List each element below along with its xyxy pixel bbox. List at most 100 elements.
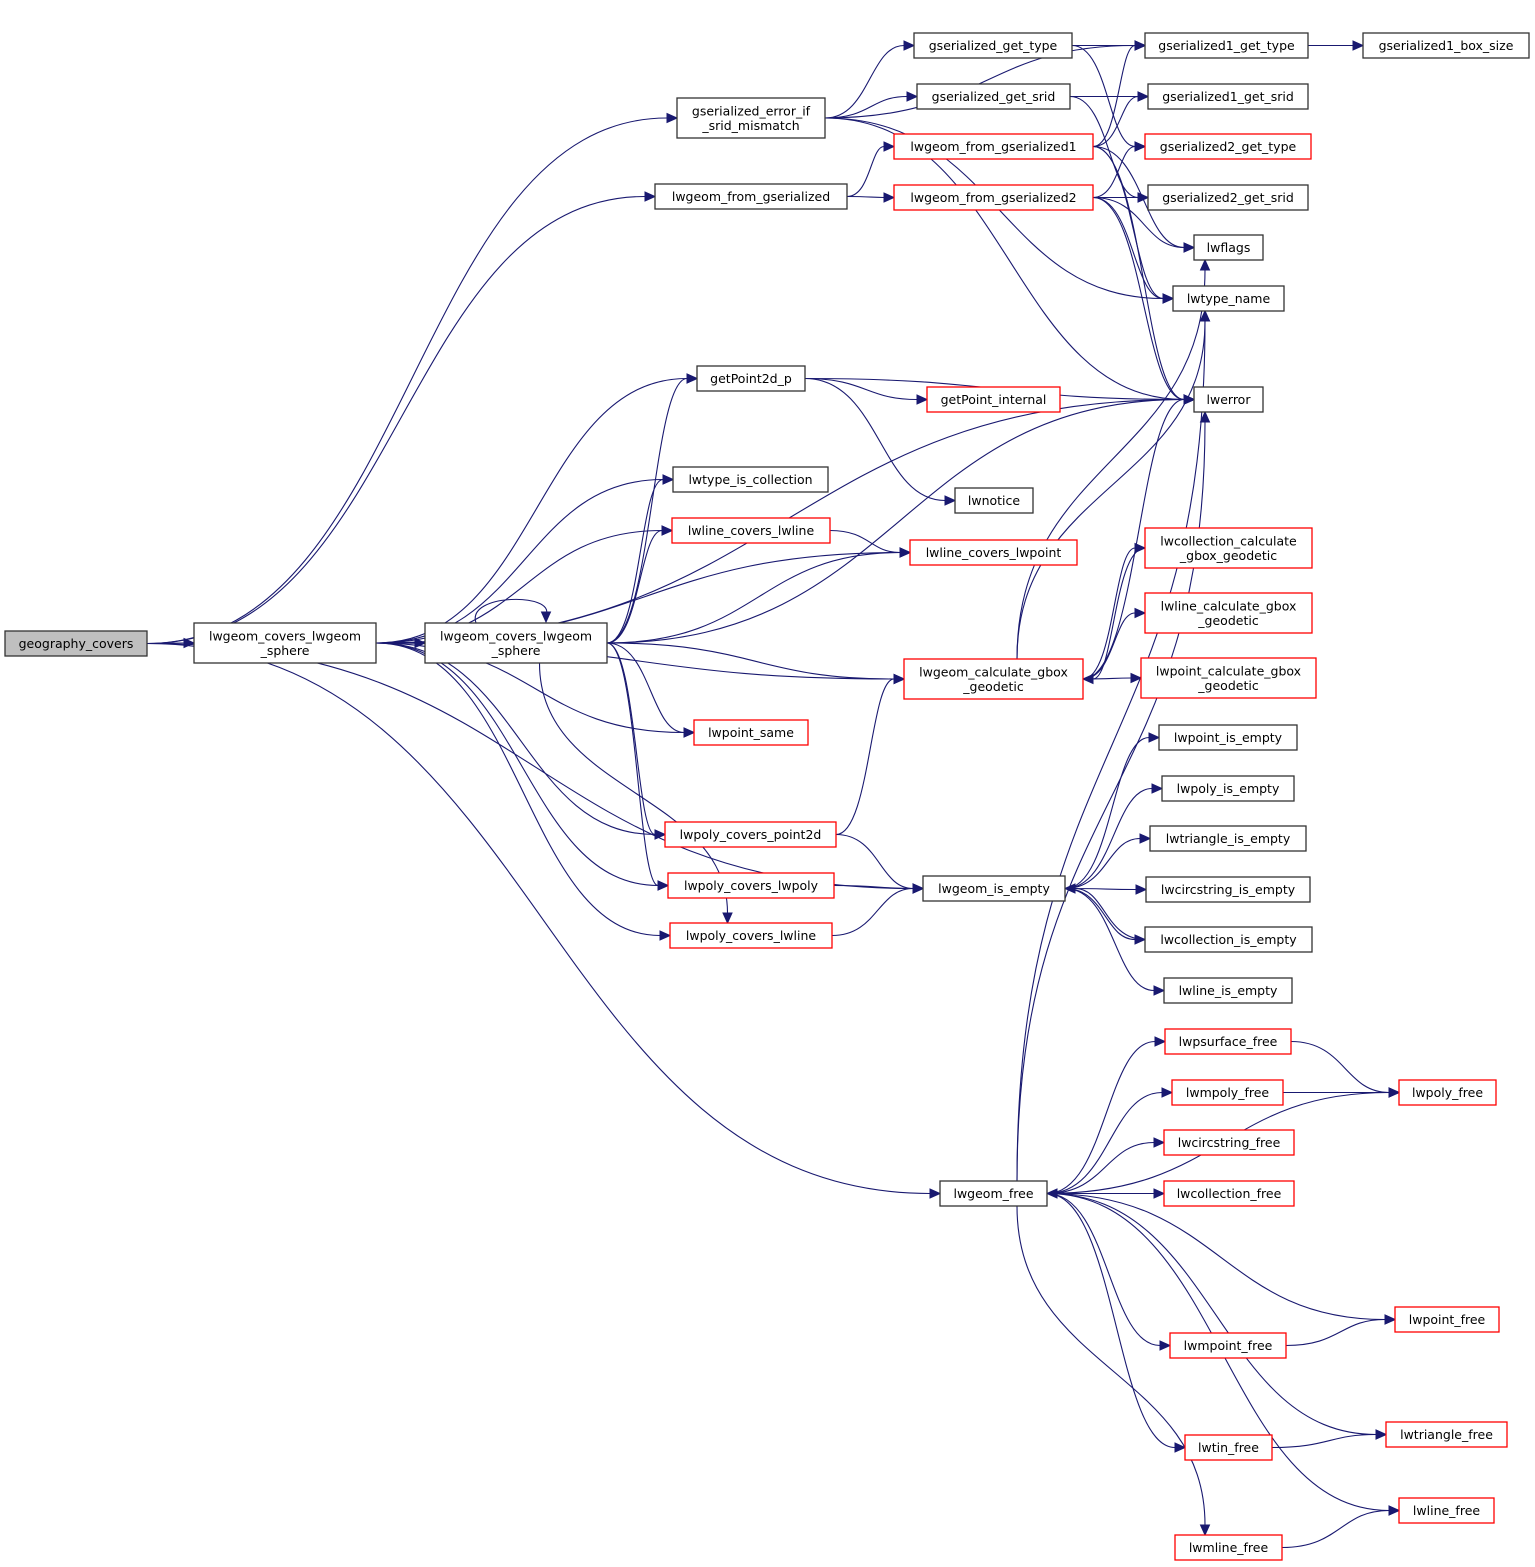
node-lwpoly-is-empty[interactable]: lwpoly_is_empty bbox=[1161, 775, 1295, 802]
node-box[interactable] bbox=[1164, 1028, 1292, 1055]
node-getpoint-internal[interactable]: getPoint_internal bbox=[926, 386, 1061, 413]
node-box[interactable] bbox=[1147, 184, 1309, 211]
node-box[interactable] bbox=[664, 821, 837, 848]
node-box[interactable] bbox=[193, 622, 377, 664]
node-box[interactable] bbox=[903, 658, 1084, 700]
node-box[interactable] bbox=[954, 487, 1034, 514]
node-lwpoly-covers-lwline[interactable]: lwpoly_covers_lwline bbox=[669, 922, 833, 949]
node-lwgeom-from-gserialized[interactable]: lwgeom_from_gserialized bbox=[654, 183, 848, 210]
node-lwtriangle-is-empty[interactable]: lwtriangle_is_empty bbox=[1149, 825, 1307, 852]
node-lwcircstring-is-empty[interactable]: lwcircstring_is_empty bbox=[1145, 876, 1311, 903]
node-lwgeom-free[interactable]: lwgeom_free bbox=[939, 1180, 1048, 1207]
node-box[interactable] bbox=[1184, 1434, 1273, 1461]
node-box[interactable] bbox=[1144, 133, 1312, 160]
node-geography-covers[interactable]: geography_covers bbox=[4, 630, 148, 657]
node-box[interactable] bbox=[1140, 657, 1317, 699]
node-box[interactable] bbox=[893, 133, 1094, 160]
node-lwtype-is-collection[interactable]: lwtype_is_collection bbox=[672, 466, 829, 493]
node-box[interactable] bbox=[693, 719, 809, 746]
node-lwnotice[interactable]: lwnotice bbox=[954, 487, 1034, 514]
node-box[interactable] bbox=[926, 386, 1061, 413]
node-lwtype-name[interactable]: lwtype_name bbox=[1172, 285, 1285, 312]
node-box[interactable] bbox=[1163, 1129, 1295, 1156]
node-lwcircstring-free[interactable]: lwcircstring_free bbox=[1163, 1129, 1295, 1156]
node-lwmline-free[interactable]: lwmline_free bbox=[1174, 1534, 1283, 1561]
node-box[interactable] bbox=[1158, 724, 1298, 751]
node-lwline-free[interactable]: lwline_free bbox=[1398, 1497, 1495, 1524]
node-gserialized2-get-srid[interactable]: gserialized2_get_srid bbox=[1147, 184, 1309, 211]
node-lwcollection-calculate-gbox-geodetic[interactable]: lwcollection_calculate_gbox_geodetic bbox=[1144, 527, 1313, 569]
node-box[interactable] bbox=[1169, 1332, 1287, 1359]
node-box[interactable] bbox=[1163, 977, 1293, 1004]
node-box[interactable] bbox=[939, 1180, 1048, 1207]
node-box[interactable] bbox=[1174, 1534, 1283, 1561]
node-gserialized-get-srid[interactable]: gserialized_get_srid bbox=[916, 83, 1071, 110]
node-box[interactable] bbox=[893, 184, 1094, 211]
node-lwtriangle-free[interactable]: lwtriangle_free bbox=[1385, 1421, 1508, 1448]
node-lwline-calculate-gbox-geodetic[interactable]: lwline_calculate_gbox_geodetic bbox=[1144, 592, 1313, 634]
node-lwcollection-is-empty[interactable]: lwcollection_is_empty bbox=[1144, 926, 1313, 953]
node-lwerror[interactable]: lwerror bbox=[1193, 386, 1264, 413]
node-box[interactable] bbox=[669, 922, 833, 949]
node-lwpsurface-free[interactable]: lwpsurface_free bbox=[1164, 1028, 1292, 1055]
node-box[interactable] bbox=[1144, 592, 1313, 634]
node-lwpoly-free[interactable]: lwpoly_free bbox=[1398, 1079, 1497, 1106]
node-lwmpoly-free[interactable]: lwmpoly_free bbox=[1171, 1079, 1284, 1106]
node-lwgeom-covers-lwgeom-sphere-b[interactable]: lwgeom_covers_lwgeom_sphere bbox=[424, 622, 608, 664]
node-lwflags[interactable]: lwflags bbox=[1193, 234, 1264, 261]
node-box[interactable] bbox=[922, 875, 1066, 902]
node-lwpoly-covers-point2d[interactable]: lwpoly_covers_point2d bbox=[664, 821, 837, 848]
node-box[interactable] bbox=[909, 539, 1078, 566]
node-gserialized-error-if-srid-mismatch[interactable]: gserialized_error_if_srid_mismatch bbox=[676, 97, 826, 139]
node-box[interactable] bbox=[913, 32, 1073, 59]
node-box[interactable] bbox=[1385, 1421, 1508, 1448]
node-box[interactable] bbox=[424, 622, 608, 664]
node-box[interactable] bbox=[4, 630, 148, 657]
node-gserialized1-get-type[interactable]: gserialized1_get_type bbox=[1144, 32, 1309, 59]
node-box[interactable] bbox=[1161, 775, 1295, 802]
node-box[interactable] bbox=[667, 872, 835, 899]
node-gserialized1-get-srid[interactable]: gserialized1_get_srid bbox=[1147, 83, 1309, 110]
node-lwgeom-is-empty[interactable]: lwgeom_is_empty bbox=[922, 875, 1066, 902]
node-box[interactable] bbox=[671, 517, 831, 544]
node-lwline-covers-lwline[interactable]: lwline_covers_lwline bbox=[671, 517, 831, 544]
node-box[interactable] bbox=[1362, 32, 1530, 59]
node-box[interactable] bbox=[1144, 527, 1313, 569]
node-lwcollection-free[interactable]: lwcollection_free bbox=[1163, 1180, 1295, 1207]
node-lwmpoint-free[interactable]: lwmpoint_free bbox=[1169, 1332, 1287, 1359]
node-box[interactable] bbox=[1398, 1497, 1495, 1524]
node-lwpoint-is-empty[interactable]: lwpoint_is_empty bbox=[1158, 724, 1298, 751]
node-box[interactable] bbox=[1147, 83, 1309, 110]
node-box[interactable] bbox=[1144, 32, 1309, 59]
node-lwline-covers-lwpoint[interactable]: lwline_covers_lwpoint bbox=[909, 539, 1078, 566]
node-lwgeom-calculate-gbox-geodetic[interactable]: lwgeom_calculate_gbox_geodetic bbox=[903, 658, 1084, 700]
node-box[interactable] bbox=[1163, 1180, 1295, 1207]
node-gserialized-get-type[interactable]: gserialized_get_type bbox=[913, 32, 1073, 59]
node-box[interactable] bbox=[1145, 876, 1311, 903]
node-lwpoly-covers-lwpoly[interactable]: lwpoly_covers_lwpoly bbox=[667, 872, 835, 899]
node-box[interactable] bbox=[1172, 285, 1285, 312]
node-gserialized1-box-size[interactable]: gserialized1_box_size bbox=[1362, 32, 1530, 59]
node-lwpoint-free[interactable]: lwpoint_free bbox=[1394, 1306, 1500, 1333]
node-box[interactable] bbox=[672, 466, 829, 493]
node-box[interactable] bbox=[1171, 1079, 1284, 1106]
node-lwgeom-from-gserialized2[interactable]: lwgeom_from_gserialized2 bbox=[893, 184, 1094, 211]
node-lwpoint-calculate-gbox-geodetic[interactable]: lwpoint_calculate_gbox_geodetic bbox=[1140, 657, 1317, 699]
node-lwtin-free[interactable]: lwtin_free bbox=[1184, 1434, 1273, 1461]
node-box[interactable] bbox=[676, 97, 826, 139]
node-gserialized2-get-type[interactable]: gserialized2_get_type bbox=[1144, 133, 1312, 160]
node-lwgeom-from-gserialized1[interactable]: lwgeom_from_gserialized1 bbox=[893, 133, 1094, 160]
node-box[interactable] bbox=[654, 183, 848, 210]
node-lwline-is-empty[interactable]: lwline_is_empty bbox=[1163, 977, 1293, 1004]
node-box[interactable] bbox=[916, 83, 1071, 110]
node-lwgeom-covers-lwgeom-sphere-a[interactable]: lwgeom_covers_lwgeom_sphere bbox=[193, 622, 377, 664]
node-box[interactable] bbox=[1149, 825, 1307, 852]
node-box[interactable] bbox=[1193, 386, 1264, 413]
node-box[interactable] bbox=[696, 365, 806, 392]
node-box[interactable] bbox=[1398, 1079, 1497, 1106]
node-getpoint2d-p[interactable]: getPoint2d_p bbox=[696, 365, 806, 392]
node-box[interactable] bbox=[1144, 926, 1313, 953]
node-box[interactable] bbox=[1193, 234, 1264, 261]
node-box[interactable] bbox=[1394, 1306, 1500, 1333]
node-lwpoint-same[interactable]: lwpoint_same bbox=[693, 719, 809, 746]
